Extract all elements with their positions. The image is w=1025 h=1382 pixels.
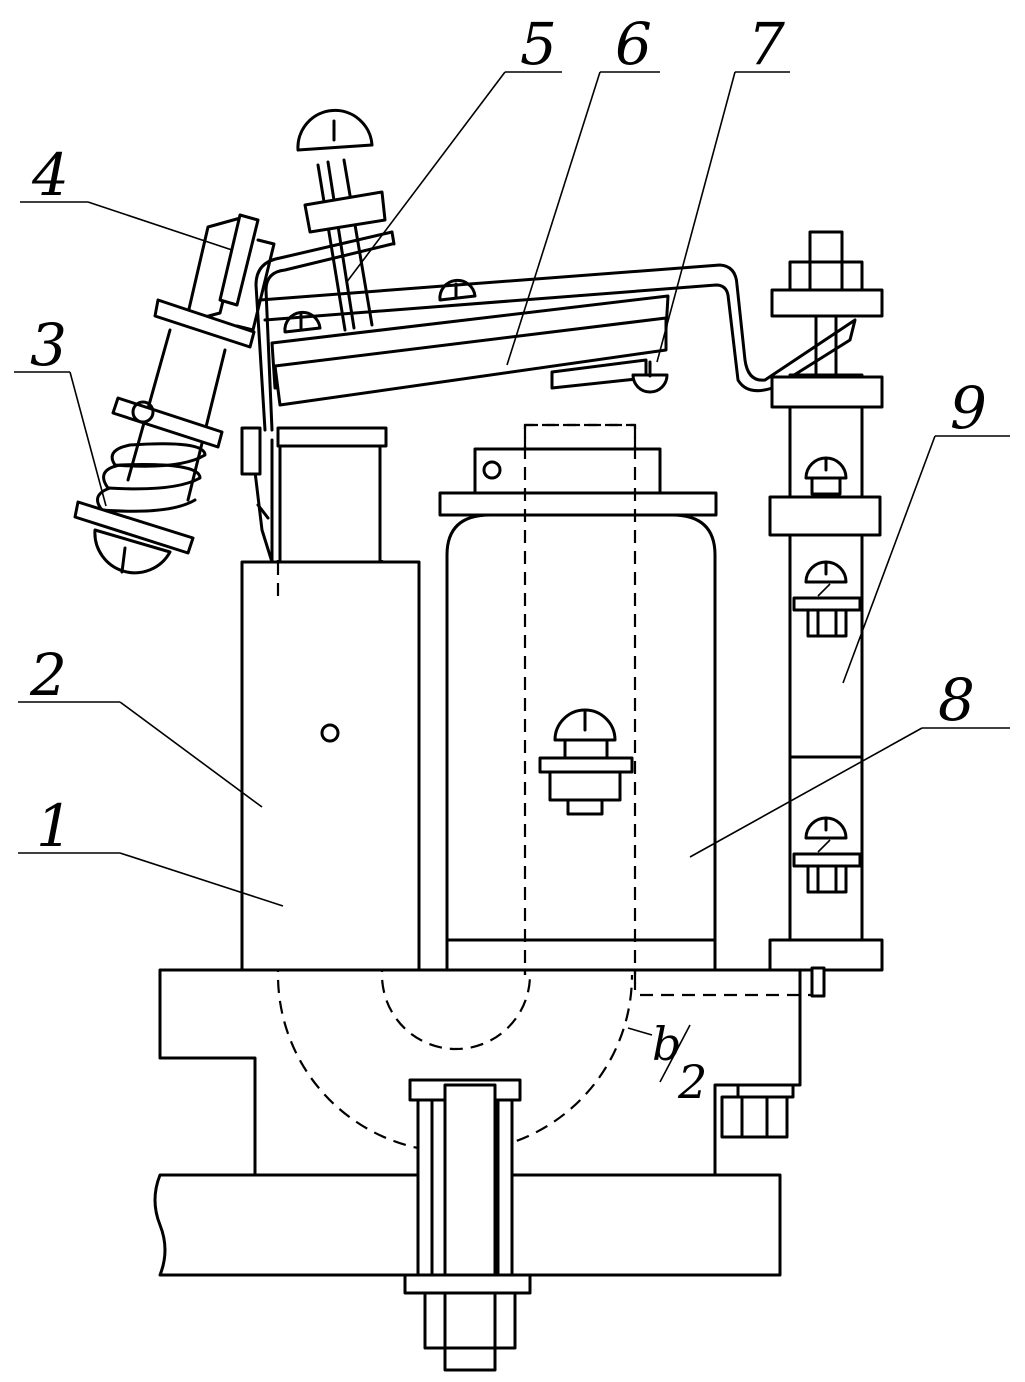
dimension-b-half: b 2 bbox=[652, 1017, 707, 1109]
armature-lever bbox=[240, 230, 857, 564]
label-5: 5 bbox=[520, 10, 557, 78]
label-9: 9 bbox=[950, 374, 987, 442]
armature bbox=[270, 278, 670, 407]
spring-adjuster bbox=[73, 213, 276, 575]
label-4: 4 bbox=[31, 141, 69, 209]
leader-lines bbox=[14, 71, 1010, 1036]
side-nut bbox=[720, 1083, 795, 1139]
coil bbox=[438, 423, 718, 990]
base-block bbox=[158, 968, 802, 1177]
coil-screw bbox=[538, 708, 634, 816]
label-3: 3 bbox=[30, 311, 67, 379]
label-7: 7 bbox=[748, 10, 785, 78]
central-bolt bbox=[403, 1078, 532, 1372]
adjusting-screw bbox=[296, 108, 387, 332]
label-8: 8 bbox=[938, 666, 975, 734]
dimension-denominator: 2 bbox=[677, 1055, 707, 1109]
contact-screw-3 bbox=[792, 816, 862, 894]
label-2: 2 bbox=[29, 641, 67, 709]
core-pole bbox=[276, 426, 388, 600]
dimension-numerator: b bbox=[652, 1017, 681, 1071]
contact-screw-2 bbox=[792, 560, 862, 638]
contact-screw-1 bbox=[804, 456, 848, 496]
yoke-column bbox=[240, 560, 421, 972]
label-6: 6 bbox=[615, 10, 652, 78]
label-1: 1 bbox=[36, 792, 73, 860]
